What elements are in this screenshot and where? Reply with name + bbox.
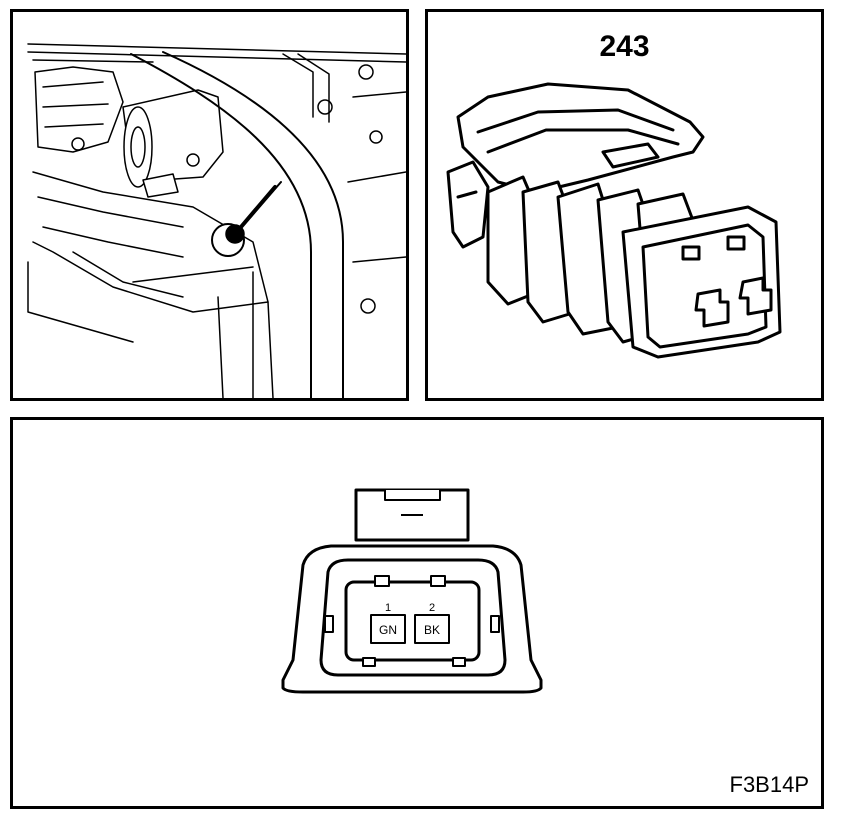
pin-2-cavity <box>414 614 450 644</box>
pin-1-number: 1 <box>385 602 391 614</box>
connector-face-panel: 1 2 GN BK F3B14P <box>10 417 824 809</box>
pin-2-wire-color: BK <box>424 623 440 637</box>
connector-perspective-illustration <box>446 82 782 359</box>
pin-2-number: 2 <box>429 602 435 614</box>
connector-number: 243 <box>599 30 650 63</box>
connector-perspective-panel: 243 <box>425 9 824 401</box>
engine-location-panel <box>10 9 409 401</box>
connector-face-illustration: 1 2 GN BK <box>281 488 543 694</box>
figure-code: F3B14P <box>729 772 810 797</box>
pin-1-cavity <box>370 614 406 644</box>
engine-bay-illustration <box>27 43 406 398</box>
pin-1-wire-color: GN <box>379 623 397 637</box>
